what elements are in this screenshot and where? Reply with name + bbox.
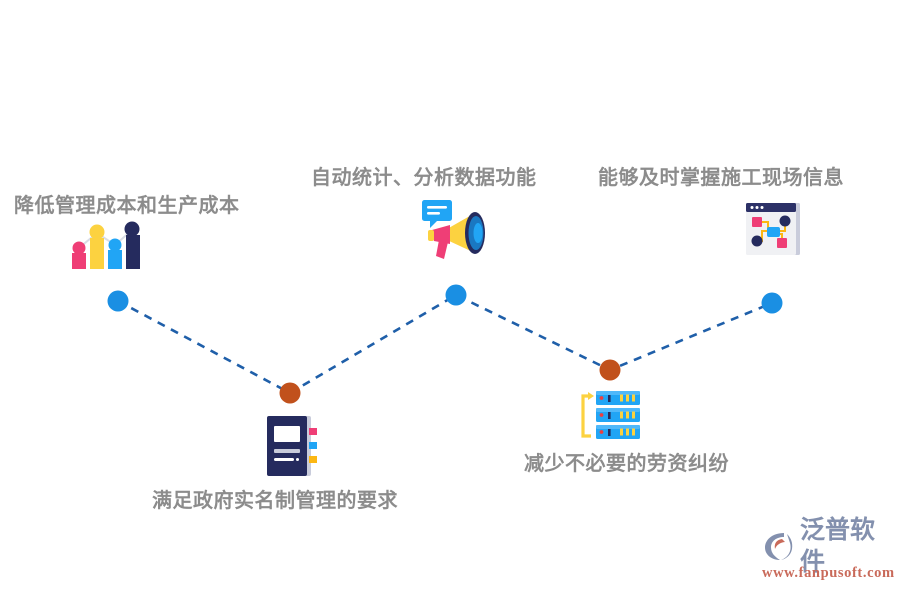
node-label-2: 满足政府实名制管理的要求 bbox=[152, 490, 398, 512]
flowchart-window-icon bbox=[744, 200, 802, 256]
node-label-5: 能够及时掌握施工现场信息 bbox=[598, 167, 844, 189]
megaphone-icon bbox=[418, 196, 490, 262]
node-label-3: 自动统计、分析数据功能 bbox=[311, 167, 537, 189]
node-label-1: 降低管理成本和生产成本 bbox=[14, 195, 240, 217]
node-label-4: 减少不必要的劳资纠纷 bbox=[524, 453, 729, 475]
server-rack-icon bbox=[578, 387, 642, 445]
watermark: 泛普软件 www.fanpusoft.com bbox=[762, 516, 895, 590]
bar-chart-icon bbox=[68, 219, 140, 269]
node-dot-4 bbox=[599, 359, 621, 381]
watermark-brand: 泛普软件 bbox=[800, 516, 876, 576]
notebook-icon bbox=[265, 414, 319, 478]
node-dot-5 bbox=[761, 292, 783, 314]
node-dot-3 bbox=[445, 284, 467, 306]
watermark-url: www.fanpusoft.com bbox=[762, 565, 895, 581]
fanpu-logo-icon bbox=[762, 530, 796, 562]
connector-polyline bbox=[117, 293, 773, 395]
node-dot-1 bbox=[107, 290, 129, 312]
node-dot-2 bbox=[279, 382, 301, 404]
